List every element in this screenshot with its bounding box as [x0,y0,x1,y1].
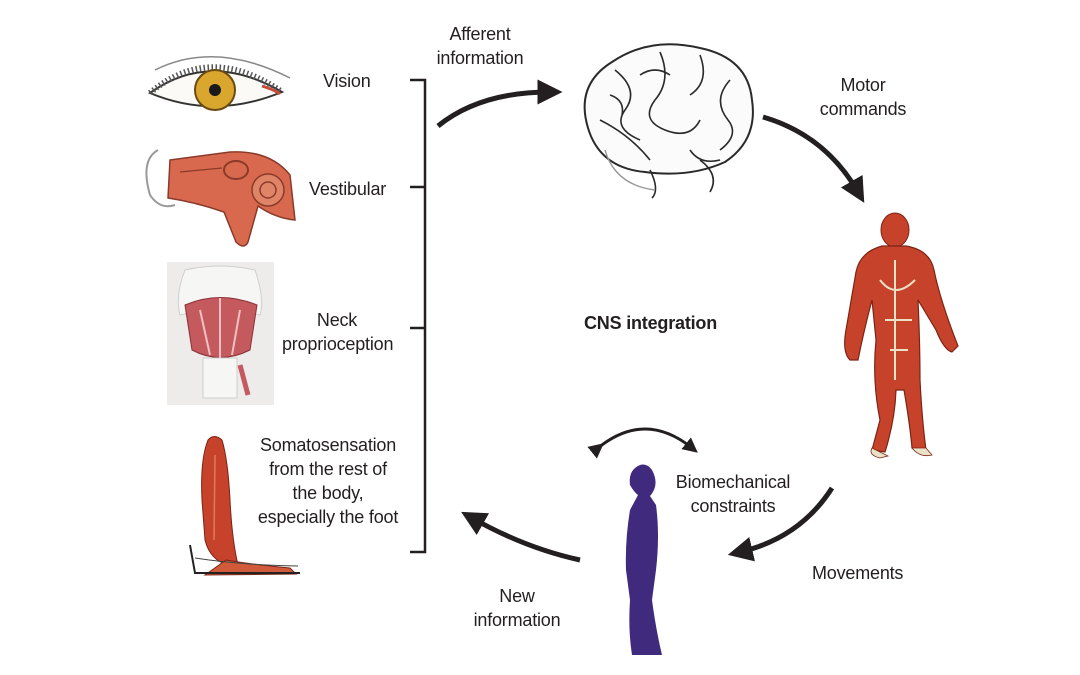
label-vestibular: Vestibular [309,179,387,199]
brain-icon [583,43,754,199]
label-neck-line2: proprioception [282,334,394,354]
label-afferent-line2: information [436,48,524,68]
label-afferent-information: Afferent information [425,22,535,70]
muscular-body-icon [844,212,959,459]
eye-icon [147,56,291,111]
label-motor-line2: commands [819,99,907,119]
label-afferent-line1: Afferent [449,24,511,44]
label-new-information: New information [462,584,572,632]
label-biomech-line1: Biomechanical [675,472,791,492]
leg-foot-icon [189,436,300,576]
label-neck-proprioception: Neck proprioception [282,308,394,356]
label-movements: Movements [812,563,904,583]
label-somato-line1: Somatosensation [259,435,397,455]
input-bracket [410,78,427,554]
label-new-line1: New [499,586,535,606]
motor-commands-arrow [762,114,865,203]
inner-ear-icon [145,149,296,247]
label-neck-line1: Neck [316,310,358,330]
label-biomechanical-constraints: Biomechanical constraints [668,470,798,518]
label-new-line2: information [473,610,561,630]
label-cns-integration: CNS integration [584,313,718,333]
biomechanical-double-arrow [587,427,698,459]
movements-arrow [727,486,835,562]
neck-muscles-icon [167,262,274,405]
label-motor-commands: Motor commands [808,73,918,121]
label-somato-line2: from the rest of [269,459,387,479]
new-information-arrow [461,511,581,563]
label-vision: Vision [323,71,371,91]
label-somato-line4: especially the foot [257,507,399,527]
afferent-arrow [436,79,563,128]
label-somatosensation: Somatosensation from the rest of the bod… [248,433,408,529]
label-motor-line1: Motor [840,75,886,95]
human-silhouette-icon [625,464,662,655]
label-somato-line3: the body, [292,483,364,503]
label-biomech-line2: constraints [690,496,776,516]
